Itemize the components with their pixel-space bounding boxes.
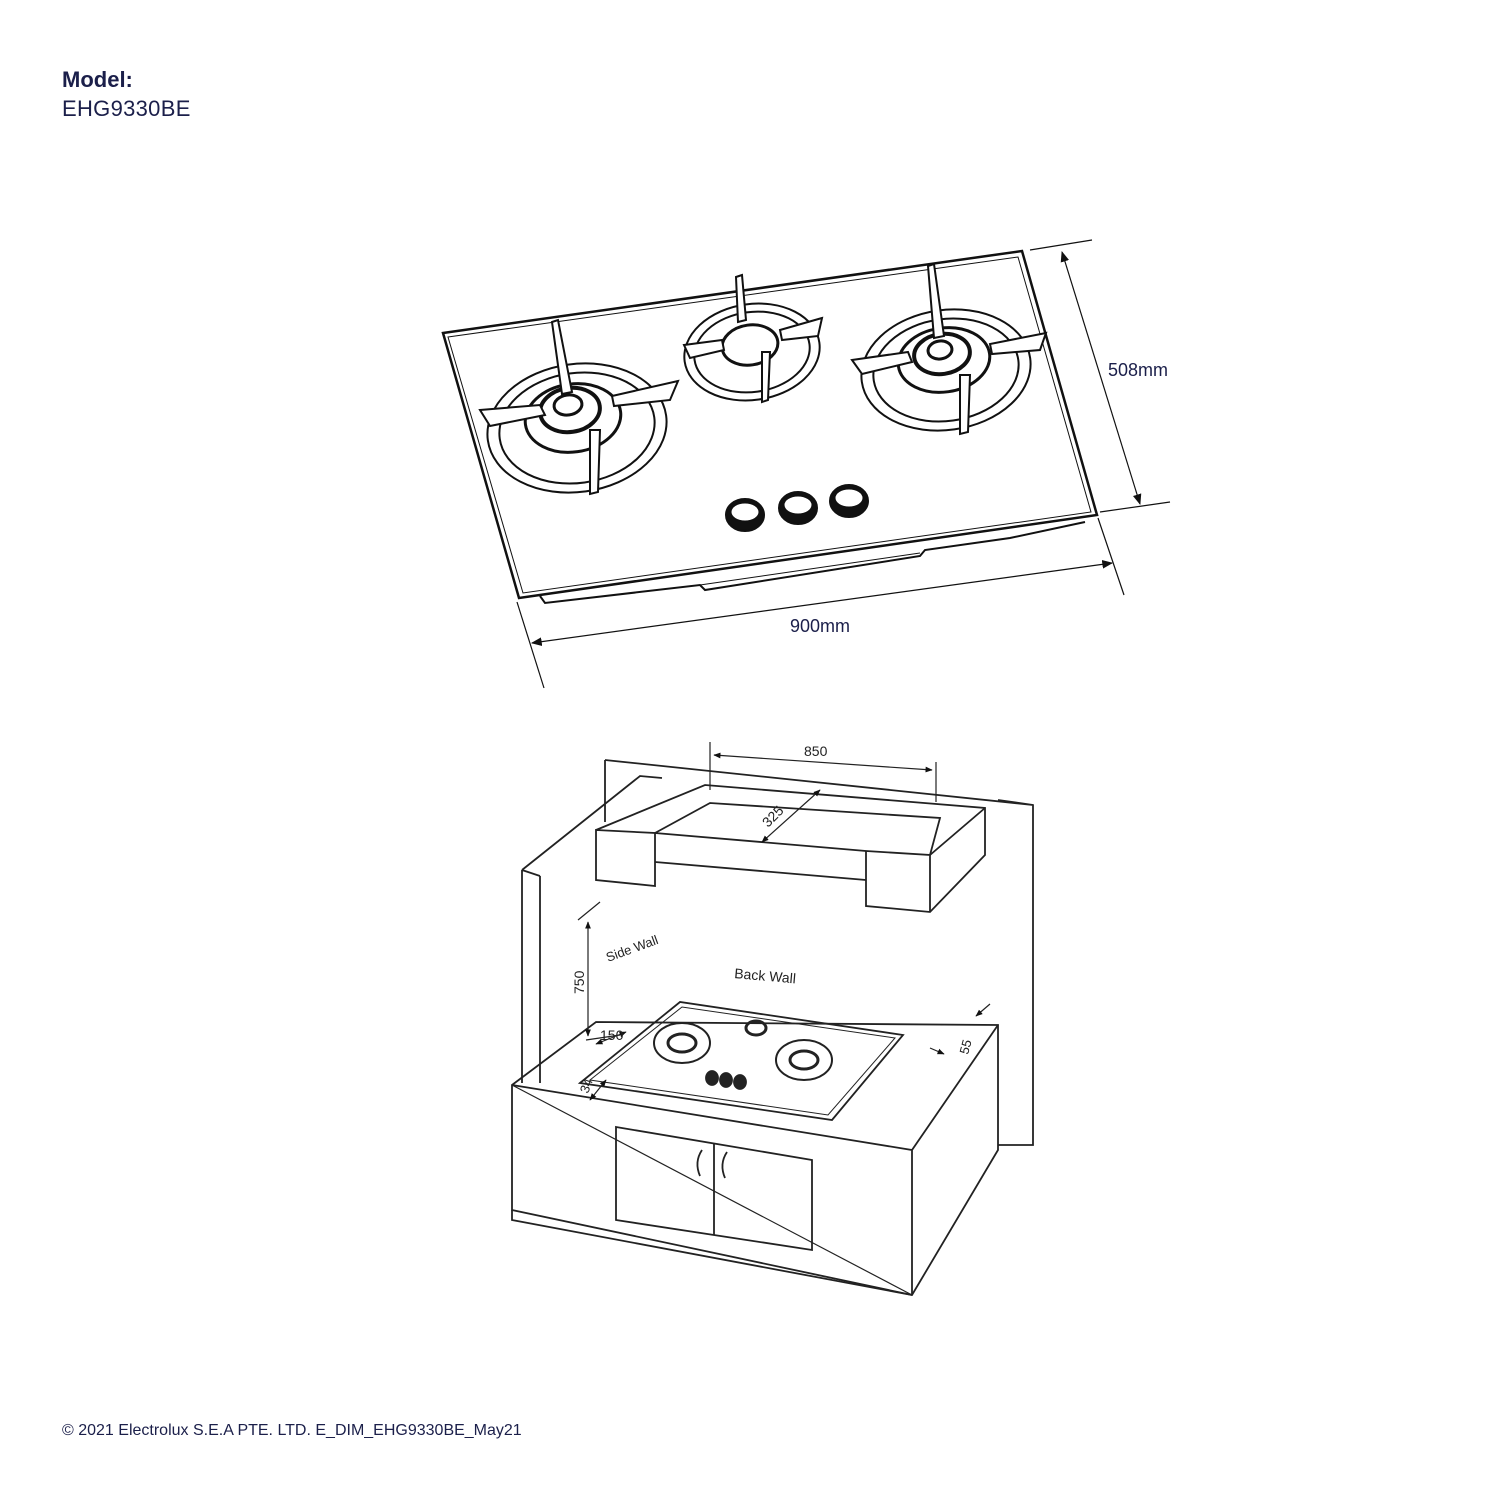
side-clearance-label: 150: [600, 1027, 624, 1043]
installation-drawing: [511, 759, 1034, 1297]
middle-burner-icon: [682, 273, 824, 404]
range-hood: [595, 784, 986, 913]
model-header: Model: EHG9330BE: [62, 66, 191, 124]
hob-depth-label: 508mm: [1108, 360, 1168, 380]
control-knobs: [725, 484, 869, 532]
front-clearance-label: 34: [577, 1076, 596, 1095]
height-clearance-label: 750: [571, 970, 587, 994]
hob-width-label: 900mm: [790, 616, 850, 636]
side-wall-text: Side Wall: [604, 932, 660, 965]
copyright-footer: © 2021 Electrolux S.E.A PTE. LTD. E_DIM_…: [62, 1422, 522, 1439]
hob-glass-plate: [441, 249, 1099, 600]
right-burner-icon: [850, 262, 1048, 436]
back-wall-label: Back Wall: [734, 965, 797, 986]
hood-width-label: 850: [804, 743, 828, 759]
model-number: EHG9330BE: [62, 96, 191, 121]
side-wall: [521, 775, 663, 1083]
installed-hob: [577, 1001, 905, 1121]
left-burner-icon: [478, 318, 680, 496]
hob-drawing: [441, 249, 1099, 605]
base-cabinet: [511, 1021, 999, 1297]
back-clearance-label: 55: [956, 1038, 974, 1056]
installation-dimension-lines: [577, 742, 991, 1101]
hob-body: [539, 521, 1086, 605]
hob-dimension-lines: [516, 239, 1171, 689]
side-wall-label: Side Wall: [604, 932, 660, 965]
back-wall: [604, 759, 1034, 1146]
model-label: Model:: [62, 67, 133, 92]
